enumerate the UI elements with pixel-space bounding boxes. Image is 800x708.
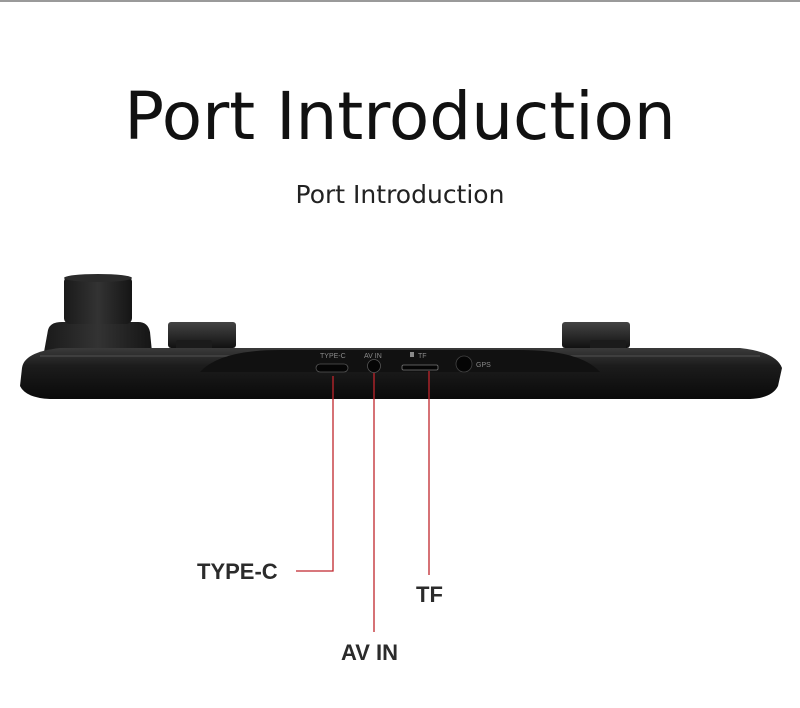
gps-port bbox=[455, 355, 473, 373]
page-title: Port Introduction bbox=[124, 78, 676, 155]
type-c-leader-line bbox=[296, 376, 334, 572]
tf-slot bbox=[401, 364, 439, 371]
tf-marking: TF bbox=[418, 353, 427, 360]
av-in-callout: AV IN bbox=[341, 640, 399, 665]
av-in-marking: AV IN bbox=[364, 353, 382, 360]
gps-marking: GPS bbox=[476, 362, 491, 369]
type-c-marking: TYPE-C bbox=[320, 353, 346, 360]
type-c-callout: TYPE-C bbox=[197, 559, 278, 584]
tf-callout: TF bbox=[416, 582, 443, 607]
av-in-port bbox=[367, 359, 381, 373]
top-border bbox=[0, 0, 800, 2]
type-c-port bbox=[315, 363, 349, 373]
tf-marking-icon bbox=[410, 352, 414, 357]
mirror-body bbox=[20, 348, 782, 399]
page-subtitle: Port Introduction bbox=[295, 180, 505, 209]
camera-module bbox=[44, 274, 152, 352]
